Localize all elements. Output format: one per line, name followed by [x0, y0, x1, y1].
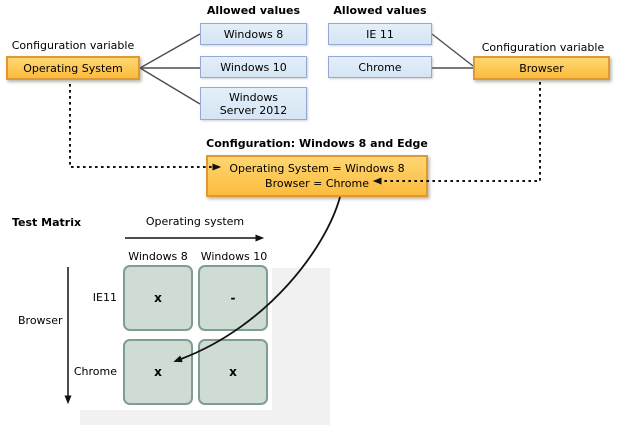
allowed-value-ie11: IE 11: [366, 27, 394, 41]
matrix-cell-value: x: [229, 365, 237, 379]
allowed-value-windows8-box: Windows 8: [200, 23, 307, 45]
matrix-x-axis-label: Operating system: [145, 215, 245, 228]
matrix-cell-value: x: [154, 291, 162, 305]
allowed-value-windows10: Windows 10: [220, 60, 287, 74]
matrix-cell-ie11-windows8: x: [123, 265, 193, 331]
allowed-value-chrome-box: Chrome: [328, 56, 432, 78]
matrix-cell-value: x: [154, 365, 162, 379]
configuration-line-browser: Browser = Chrome: [265, 177, 369, 190]
matrix-cell-value: -: [230, 291, 236, 305]
ie11-to-browser-connector: [431, 33, 474, 67]
test-matrix-title: Test Matrix: [12, 216, 82, 229]
matrix-row-ie11: IE11: [92, 291, 117, 304]
browser-variable-box: Browser: [473, 56, 610, 80]
matrix-cell-ie11-windows10: -: [198, 265, 268, 331]
allowed-value-server2012-box: Windows Server 2012: [200, 87, 307, 120]
os-to-configuration-dashed-arrow: [69, 84, 222, 171]
browser-variable-caption: Configuration variable: [481, 41, 605, 54]
os-variable-caption: Configuration variable: [11, 39, 135, 52]
configuration-line-os: Operating System = Windows 8: [229, 162, 405, 175]
left-allowed-values-header: Allowed values: [206, 4, 301, 17]
matrix-column-windows8: Windows 8: [128, 250, 188, 263]
allowed-value-windows8: Windows 8: [223, 27, 284, 41]
os-to-windows8-connector: [139, 33, 201, 69]
configuration-title: Configuration: Windows 8 and Edge: [206, 137, 428, 150]
matrix-y-axis-label: Browser: [18, 314, 63, 327]
os-to-server2012-connector: [139, 67, 201, 105]
right-allowed-values-header: Allowed values: [333, 4, 427, 17]
os-variable-box: Operating System: [6, 56, 140, 80]
browser-variable-name: Browser: [519, 61, 564, 75]
matrix-cell-chrome-windows8: x: [123, 339, 193, 405]
allowed-value-ie11-box: IE 11: [328, 23, 432, 45]
configuration-box: Operating System = Windows 8 Browser = C…: [206, 155, 428, 197]
allowed-value-chrome: Chrome: [358, 60, 402, 74]
matrix-column-windows10: Windows 10: [200, 250, 268, 263]
matrix-cell-chrome-windows10: x: [198, 339, 268, 405]
allowed-value-server2012: Windows Server 2012: [219, 90, 288, 117]
os-variable-name: Operating System: [23, 61, 123, 75]
allowed-value-windows10-box: Windows 10: [200, 56, 307, 78]
matrix-row-chrome: Chrome: [73, 365, 117, 378]
